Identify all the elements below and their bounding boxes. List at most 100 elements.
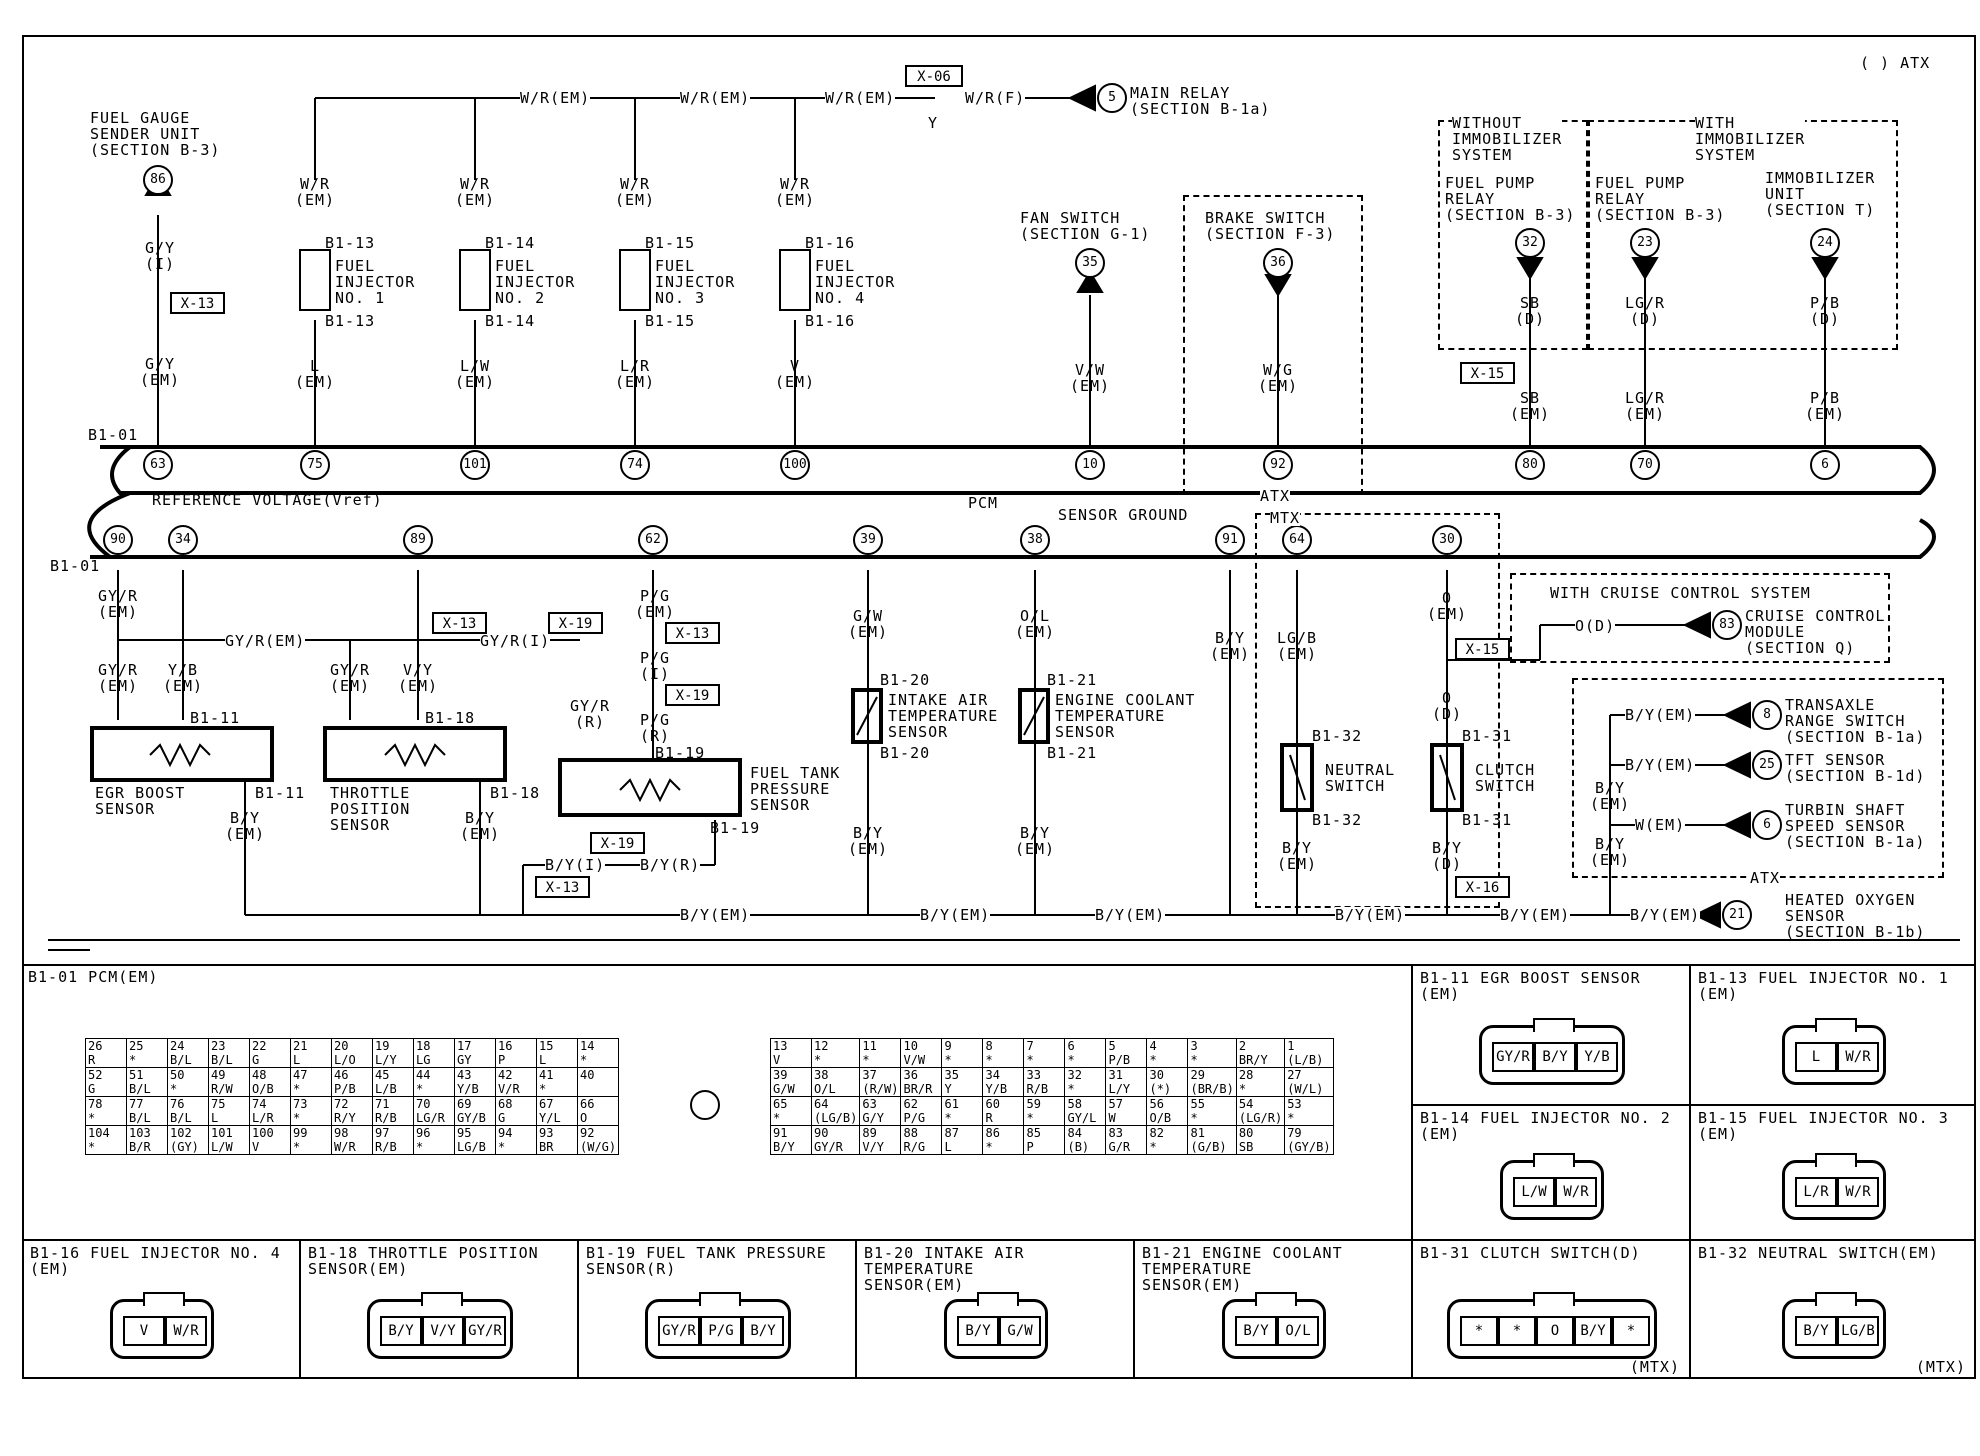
pin-cell: 65 * <box>770 1096 812 1126</box>
pin-cell: 59 * <box>1023 1096 1066 1126</box>
pin-cell: 50 * <box>167 1067 209 1097</box>
pin-cell: 60 R <box>982 1096 1025 1126</box>
tps-w1: GY/R (EM) <box>329 661 371 695</box>
pin-cell: 69 GY/B <box>454 1096 496 1126</box>
connector-latch <box>1533 1153 1575 1167</box>
pin-cell: 67 Y/L <box>536 1096 578 1126</box>
immob-item-1-label: FUEL PUMP RELAY (SECTION B-3) <box>1445 174 1576 224</box>
pin-cell: 76 B/L <box>167 1096 209 1126</box>
pin-cell: 5 P/B <box>1105 1038 1148 1068</box>
injector-4-wire: V (EM) <box>774 357 816 391</box>
connector-view-title: B1-14 FUEL INJECTOR NO. 2 (EM) <box>1420 1109 1671 1143</box>
tps-label: THROTTLE POSITION SENSOR <box>330 784 411 834</box>
pin-cell: 85 P <box>1023 1125 1066 1155</box>
neutral-conn: B1-32 <box>1312 727 1363 745</box>
gyr-i-bus-label: GY/R(I) <box>480 632 551 650</box>
pin-cell: 62 P/G <box>900 1096 943 1126</box>
pin-cell: 34 Y/B <box>982 1067 1025 1097</box>
pcm-bottom-pin: 90 <box>103 525 133 555</box>
connector-pin: B/Y <box>380 1316 422 1346</box>
ftps-conn: B1-19 <box>655 744 706 762</box>
injector-3-top-em: (EM) <box>614 191 656 209</box>
brake-switch-pin: 36 <box>1263 248 1293 278</box>
x06-connector: X-06 <box>905 65 963 87</box>
pin-cell: 63 G/Y <box>859 1096 902 1126</box>
connector-pin: L/W <box>1513 1177 1555 1207</box>
pin-cell: 18 LG <box>413 1038 455 1068</box>
pin-cell: 13 V <box>770 1038 812 1068</box>
pin-cell: 81 (G/B) <box>1187 1125 1237 1155</box>
immob-item-1-wire: SB (D) <box>1514 294 1546 328</box>
connector-pin: LG/B <box>1837 1316 1879 1346</box>
pin-cell: 68 G <box>495 1096 537 1126</box>
pin-cell: 95 LG/B <box>454 1125 496 1155</box>
bus-wire-label-2: W/R(EM) <box>680 89 751 107</box>
pin-cell: 89 V/Y <box>859 1125 902 1155</box>
egr-conn-bottom: B1-11 <box>255 784 306 802</box>
pin-cell: 25 * <box>126 1038 168 1068</box>
pin-cell: 80 SB <box>1235 1125 1286 1155</box>
atx-wire-2: B/Y(EM) <box>1625 756 1696 774</box>
bus-wire-label-4: W/R(F) <box>965 89 1026 107</box>
pin-cell: 82 * <box>1146 1125 1189 1155</box>
injector-4-top-wire: W/R <box>779 175 811 193</box>
pin-cell: 43 Y/B <box>454 1067 496 1097</box>
pcm-top-pin: 63 <box>143 450 173 480</box>
pin-cell: 37 (R/W) <box>859 1067 902 1097</box>
tps-conn: B1-18 <box>425 709 476 727</box>
atx-item-2-pin: 25 <box>1752 750 1782 780</box>
ect-w1: O/L (EM) <box>1014 607 1056 641</box>
cruise-title: WITH CRUISE CONTROL SYSTEM <box>1550 584 1811 602</box>
pin-cell: 3 * <box>1187 1038 1237 1068</box>
pin-cell: 7 * <box>1023 1038 1066 1068</box>
pin-cell: 96 * <box>413 1125 455 1155</box>
pcm-bottom-pin: 62 <box>638 525 668 555</box>
connector-latch <box>1815 1292 1857 1306</box>
pin-cell: 99 * <box>290 1125 332 1155</box>
ground-bus-label-1: B/Y(EM) <box>680 906 751 924</box>
connector-view-title: B1-11 EGR BOOST SENSOR (EM) <box>1420 969 1641 1003</box>
injector-2-conn-bottom: B1-14 <box>485 312 536 330</box>
pin-cell: 45 L/B <box>372 1067 414 1097</box>
connector-pin: B/Y <box>1534 1042 1576 1072</box>
diagram-frame <box>22 35 1976 1379</box>
connector-view-title: B1-19 FUEL TANK PRESSURE SENSOR(R) <box>586 1244 827 1278</box>
pin-cell: 64 (LG/B) <box>810 1096 861 1126</box>
atx-note: ( ) ATX <box>1860 54 1931 72</box>
atx-wire-3: W(EM) <box>1635 816 1686 834</box>
pin-cell: 32 * <box>1064 1067 1107 1097</box>
pin-cell: 52 G <box>85 1067 127 1097</box>
mtx-label: MTX <box>1270 509 1301 527</box>
ect-conn: B1-21 <box>1047 671 1098 689</box>
pin-cell: 71 R/B <box>372 1096 414 1126</box>
pin-cell: 33 R/B <box>1023 1067 1066 1097</box>
pin-cell: 88 R/G <box>900 1125 943 1155</box>
pin-cell: 42 V/R <box>495 1067 537 1097</box>
pin-cell: 9 * <box>941 1038 984 1068</box>
injector-2-conn-top: B1-14 <box>485 234 536 252</box>
clutch-label: CLUTCH SWITCH <box>1475 761 1536 795</box>
pcm-bottom-pin: 38 <box>1020 525 1050 555</box>
pin-cell: 19 L/Y <box>372 1038 414 1068</box>
pin-cell: 84 (B) <box>1064 1125 1107 1155</box>
bus-wire-label-3: W/R(EM) <box>825 89 896 107</box>
injector-3-wire: L/R (EM) <box>614 357 656 391</box>
atx-item-1-pin: 8 <box>1752 700 1782 730</box>
connector-pin: L <box>1795 1042 1837 1072</box>
immob-item-3-wire: P/B (D) <box>1809 294 1841 328</box>
bus-wire-label-1: W/R(EM) <box>520 89 591 107</box>
fan-switch-wire: V/W (EM) <box>1069 361 1111 395</box>
pcm-top-pin: 75 <box>300 450 330 480</box>
connector-view: B1-20 INTAKE AIR TEMPERATURE SENSOR(EM)B… <box>858 1242 1134 1379</box>
immob-item-2-wire: LG/R (D) <box>1624 294 1666 328</box>
pin-cell: 12 * <box>810 1038 861 1068</box>
